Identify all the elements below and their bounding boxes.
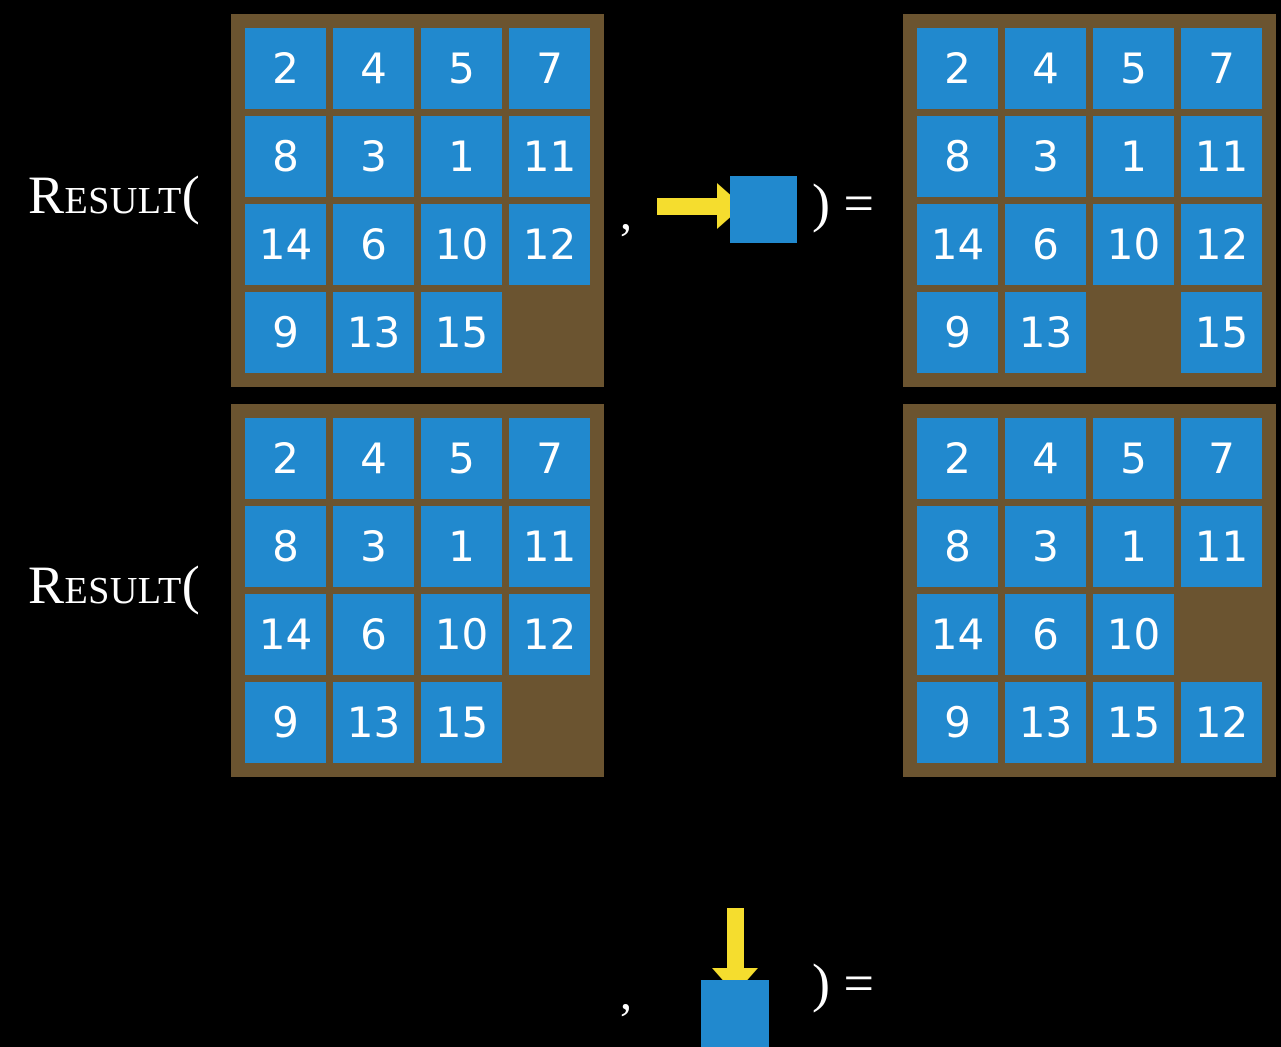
tile[interactable]: 2 [245, 28, 326, 109]
tile[interactable]: 7 [509, 28, 590, 109]
tile[interactable]: 6 [1005, 204, 1086, 285]
output-board-row-2: 2 4 5 7 8 3 1 11 14 6 10 9 13 15 12 [903, 404, 1276, 777]
tile[interactable]: 15 [421, 292, 502, 373]
tile[interactable]: 14 [245, 204, 326, 285]
tile[interactable]: 8 [917, 506, 998, 587]
arrow-down-icon [727, 908, 744, 970]
close-paren-equals-row-1: ) = [812, 173, 874, 233]
tile[interactable]: 10 [421, 204, 502, 285]
tile[interactable]: 12 [509, 204, 590, 285]
tile[interactable]: 7 [509, 418, 590, 499]
tile[interactable]: 14 [917, 594, 998, 675]
tile[interactable]: 10 [1093, 204, 1174, 285]
result-function-label-row-2: Result( [28, 555, 201, 615]
tile[interactable]: 15 [1093, 682, 1174, 763]
tile[interactable]: 2 [917, 418, 998, 499]
tile[interactable]: 13 [333, 292, 414, 373]
input-board-row-1: 2 4 5 7 8 3 1 11 14 6 10 12 9 13 15 [231, 14, 604, 387]
tile[interactable]: 3 [333, 116, 414, 197]
tile[interactable]: 14 [245, 594, 326, 675]
blank-tile-icon [730, 176, 797, 243]
output-board-row-1: 2 4 5 7 8 3 1 11 14 6 10 12 9 13 15 [903, 14, 1276, 387]
tile[interactable]: 4 [333, 28, 414, 109]
tile[interactable]: 11 [1181, 116, 1262, 197]
tile[interactable]: 8 [917, 116, 998, 197]
tile[interactable]: 2 [245, 418, 326, 499]
tile[interactable]: 14 [917, 204, 998, 285]
tile[interactable]: 12 [1181, 204, 1262, 285]
tile[interactable]: 11 [1181, 506, 1262, 587]
tile[interactable]: 11 [509, 116, 590, 197]
tile[interactable]: 12 [1181, 682, 1262, 763]
blank-tile[interactable] [1093, 292, 1174, 373]
tile[interactable]: 10 [421, 594, 502, 675]
tile[interactable]: 10 [1093, 594, 1174, 675]
tile[interactable]: 7 [1181, 418, 1262, 499]
tile[interactable]: 3 [333, 506, 414, 587]
tile[interactable]: 3 [1005, 116, 1086, 197]
tile[interactable]: 6 [333, 594, 414, 675]
blank-tile[interactable] [1181, 594, 1262, 675]
tile[interactable]: 8 [245, 506, 326, 587]
tile[interactable]: 5 [421, 418, 502, 499]
board-grid: 2 4 5 7 8 3 1 11 14 6 10 9 13 15 12 [917, 418, 1262, 763]
tile[interactable]: 15 [421, 682, 502, 763]
blank-tile[interactable] [509, 292, 590, 373]
tile[interactable]: 9 [245, 682, 326, 763]
tile[interactable]: 11 [509, 506, 590, 587]
result-function-label-row-1: Result( [28, 165, 201, 225]
tile[interactable]: 3 [1005, 506, 1086, 587]
tile[interactable]: 2 [917, 28, 998, 109]
equation-move-right: Result( 2 4 5 7 8 3 1 11 14 6 10 12 9 13… [0, 0, 1281, 390]
board-grid: 2 4 5 7 8 3 1 11 14 6 10 12 9 13 15 [917, 28, 1262, 373]
tile[interactable]: 9 [917, 292, 998, 373]
equation-move-down: Result( 2 4 5 7 8 3 1 11 14 6 10 12 9 13… [0, 390, 1281, 1047]
tile[interactable]: 13 [1005, 682, 1086, 763]
tile[interactable]: 7 [1181, 28, 1262, 109]
tile[interactable]: 15 [1181, 292, 1262, 373]
tile[interactable]: 1 [1093, 506, 1174, 587]
input-board-row-2: 2 4 5 7 8 3 1 11 14 6 10 12 9 13 15 [231, 404, 604, 777]
tile[interactable]: 4 [1005, 28, 1086, 109]
tile[interactable]: 1 [421, 506, 502, 587]
argument-separator-row-2: , [620, 967, 632, 1020]
tile[interactable]: 8 [245, 116, 326, 197]
tile[interactable]: 5 [1093, 28, 1174, 109]
tile[interactable]: 6 [333, 204, 414, 285]
arrow-right-icon [657, 198, 719, 215]
tile[interactable]: 9 [245, 292, 326, 373]
argument-separator-row-1: , [620, 187, 632, 240]
tile[interactable]: 1 [1093, 116, 1174, 197]
tile[interactable]: 4 [333, 418, 414, 499]
blank-tile-icon [701, 980, 769, 1047]
tile[interactable]: 4 [1005, 418, 1086, 499]
tile[interactable]: 1 [421, 116, 502, 197]
board-grid: 2 4 5 7 8 3 1 11 14 6 10 12 9 13 15 [245, 418, 590, 763]
tile[interactable]: 5 [421, 28, 502, 109]
tile[interactable]: 13 [333, 682, 414, 763]
board-grid: 2 4 5 7 8 3 1 11 14 6 10 12 9 13 15 [245, 28, 590, 373]
close-paren-equals-row-2: ) = [812, 953, 874, 1013]
tile[interactable]: 13 [1005, 292, 1086, 373]
tile[interactable]: 9 [917, 682, 998, 763]
tile[interactable]: 6 [1005, 594, 1086, 675]
blank-tile[interactable] [509, 682, 590, 763]
tile[interactable]: 12 [509, 594, 590, 675]
tile[interactable]: 5 [1093, 418, 1174, 499]
